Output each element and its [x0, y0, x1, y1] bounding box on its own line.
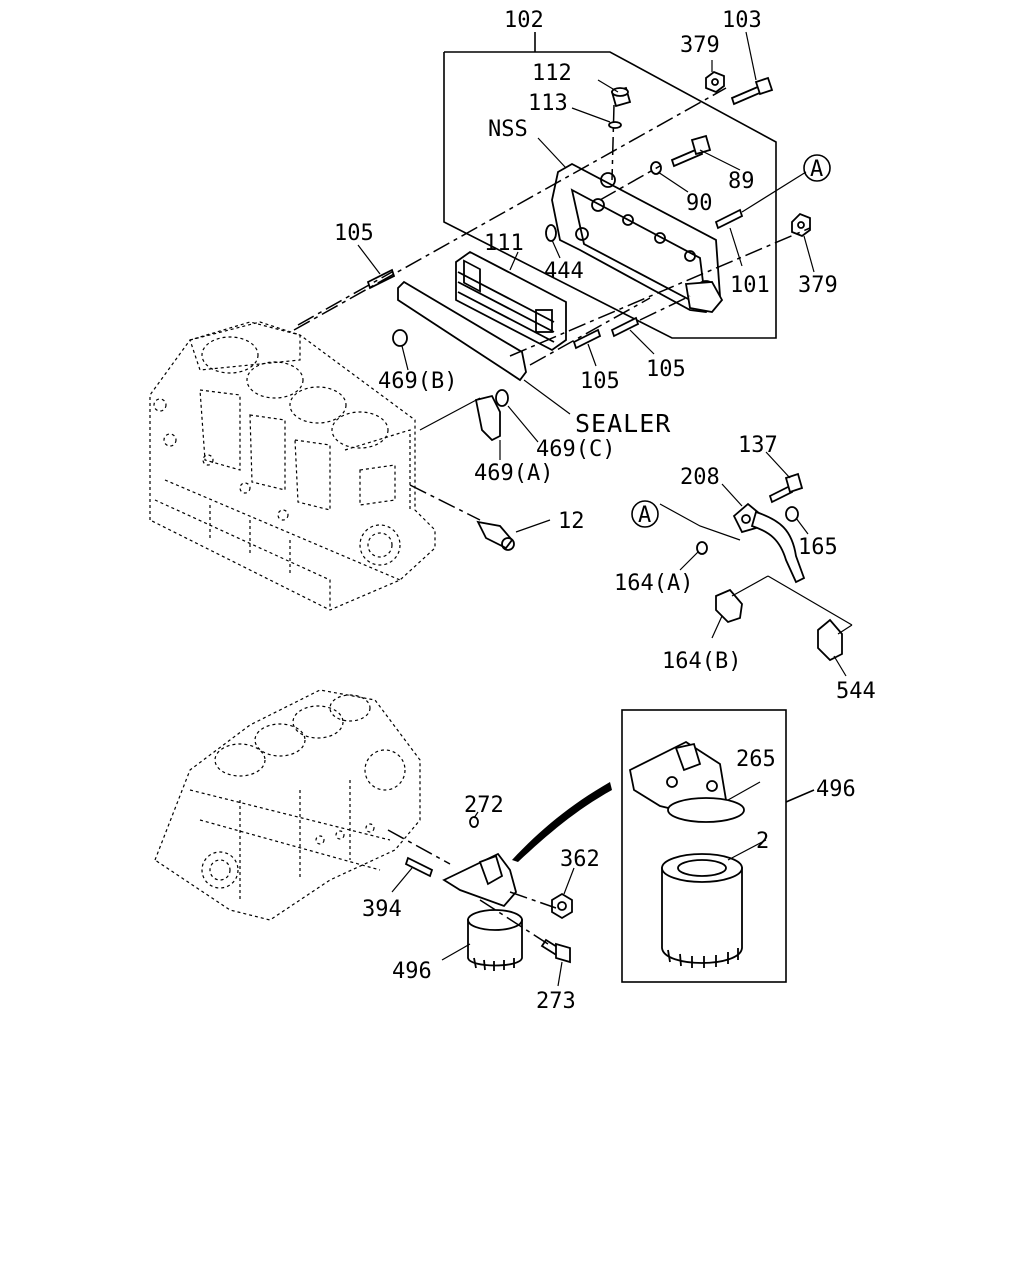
- leader-lines: [357, 31, 847, 987]
- label-469c: 469(C): [536, 437, 615, 462]
- part-number-labels: 102 103 379 112 113 NSS 89 90 A 105 111 …: [334, 8, 876, 1014]
- detail-box-496: [621, 709, 815, 983]
- label-362: 362: [560, 847, 600, 872]
- oring-469a: [474, 394, 501, 442]
- label-469a: 469(A): [474, 461, 553, 486]
- bolt-137: [768, 472, 804, 504]
- label-a-lower: A: [638, 503, 651, 528]
- detail-callout-arrow: [512, 782, 612, 862]
- label-89: 89: [728, 169, 755, 194]
- label-a-upper: A: [810, 157, 823, 182]
- washer-165: [785, 506, 799, 522]
- label-444: 444: [544, 259, 584, 284]
- gasket-164b: [715, 588, 743, 624]
- label-469b: 469(B): [378, 369, 457, 394]
- engine-block-upper: [149, 321, 436, 611]
- oring-469b: [392, 329, 408, 347]
- oil-filter-head-small: [442, 852, 517, 908]
- nut-362: [551, 892, 573, 920]
- oil-cooler-gasket: [397, 280, 527, 382]
- oil-filter-small: [467, 909, 523, 971]
- alignment-lines-lower: [387, 829, 557, 945]
- label-111: 111: [484, 231, 524, 256]
- label-105-right: 105: [646, 357, 686, 382]
- label-105-mid: 105: [580, 369, 620, 394]
- label-394: 394: [362, 897, 402, 922]
- cover-544: [817, 618, 843, 662]
- label-2: 2: [756, 829, 769, 854]
- label-265: 265: [736, 747, 776, 772]
- label-113: 113: [528, 91, 568, 116]
- oring-469c: [495, 389, 509, 407]
- label-165: 165: [798, 535, 838, 560]
- label-379-upper: 379: [680, 33, 720, 58]
- stud-105-mid: [572, 328, 602, 350]
- bolt-103: [730, 76, 774, 106]
- label-164b: 164(B): [662, 649, 741, 674]
- label-103: 103: [722, 8, 762, 33]
- nut-379-lower: [791, 212, 811, 238]
- label-379-lower: 379: [798, 273, 838, 298]
- callout-circle-a-upper: [803, 154, 831, 182]
- oil-filter-head-265: [628, 740, 745, 823]
- label-102: 102: [504, 8, 544, 33]
- oring-164a: [696, 541, 708, 555]
- label-101: 101: [730, 273, 770, 298]
- oring-272: [469, 816, 479, 828]
- stud-394: [404, 856, 434, 878]
- label-164a: 164(A): [614, 571, 693, 596]
- label-nss: NSS: [488, 117, 528, 142]
- label-496-detail: 496: [816, 777, 856, 802]
- plug-112: [610, 86, 632, 108]
- label-12: 12: [558, 509, 585, 534]
- oring-444: [545, 224, 557, 242]
- label-273: 273: [536, 989, 576, 1014]
- stud-101: [714, 208, 744, 230]
- bolt-89: [670, 134, 712, 168]
- label-105-left: 105: [334, 221, 374, 246]
- alignment-lines-upper: [293, 87, 811, 521]
- washer-90: [650, 161, 662, 175]
- alignment-lines-pipe: [659, 503, 853, 635]
- oil-filter-2: [661, 853, 743, 968]
- label-sealer: SEALER: [575, 409, 671, 438]
- washer-113: [608, 121, 622, 129]
- engine-block-lower: [154, 689, 421, 921]
- label-112: 112: [532, 61, 572, 86]
- label-496-main: 496: [392, 959, 432, 984]
- label-544: 544: [836, 679, 876, 704]
- oil-cooler-cover: [551, 162, 724, 313]
- label-208: 208: [680, 465, 720, 490]
- callout-circle-a-lower: [631, 500, 659, 528]
- label-90: 90: [686, 191, 713, 216]
- stud-105-right: [610, 316, 640, 338]
- label-137: 137: [738, 433, 778, 458]
- oil-cooler-group-frame: [443, 32, 777, 339]
- connector-12: [476, 520, 515, 551]
- oil-cooler-element: [455, 250, 567, 352]
- label-272: 272: [464, 793, 504, 818]
- oil-pipe-208: [732, 502, 806, 584]
- nut-379-upper: [705, 70, 725, 94]
